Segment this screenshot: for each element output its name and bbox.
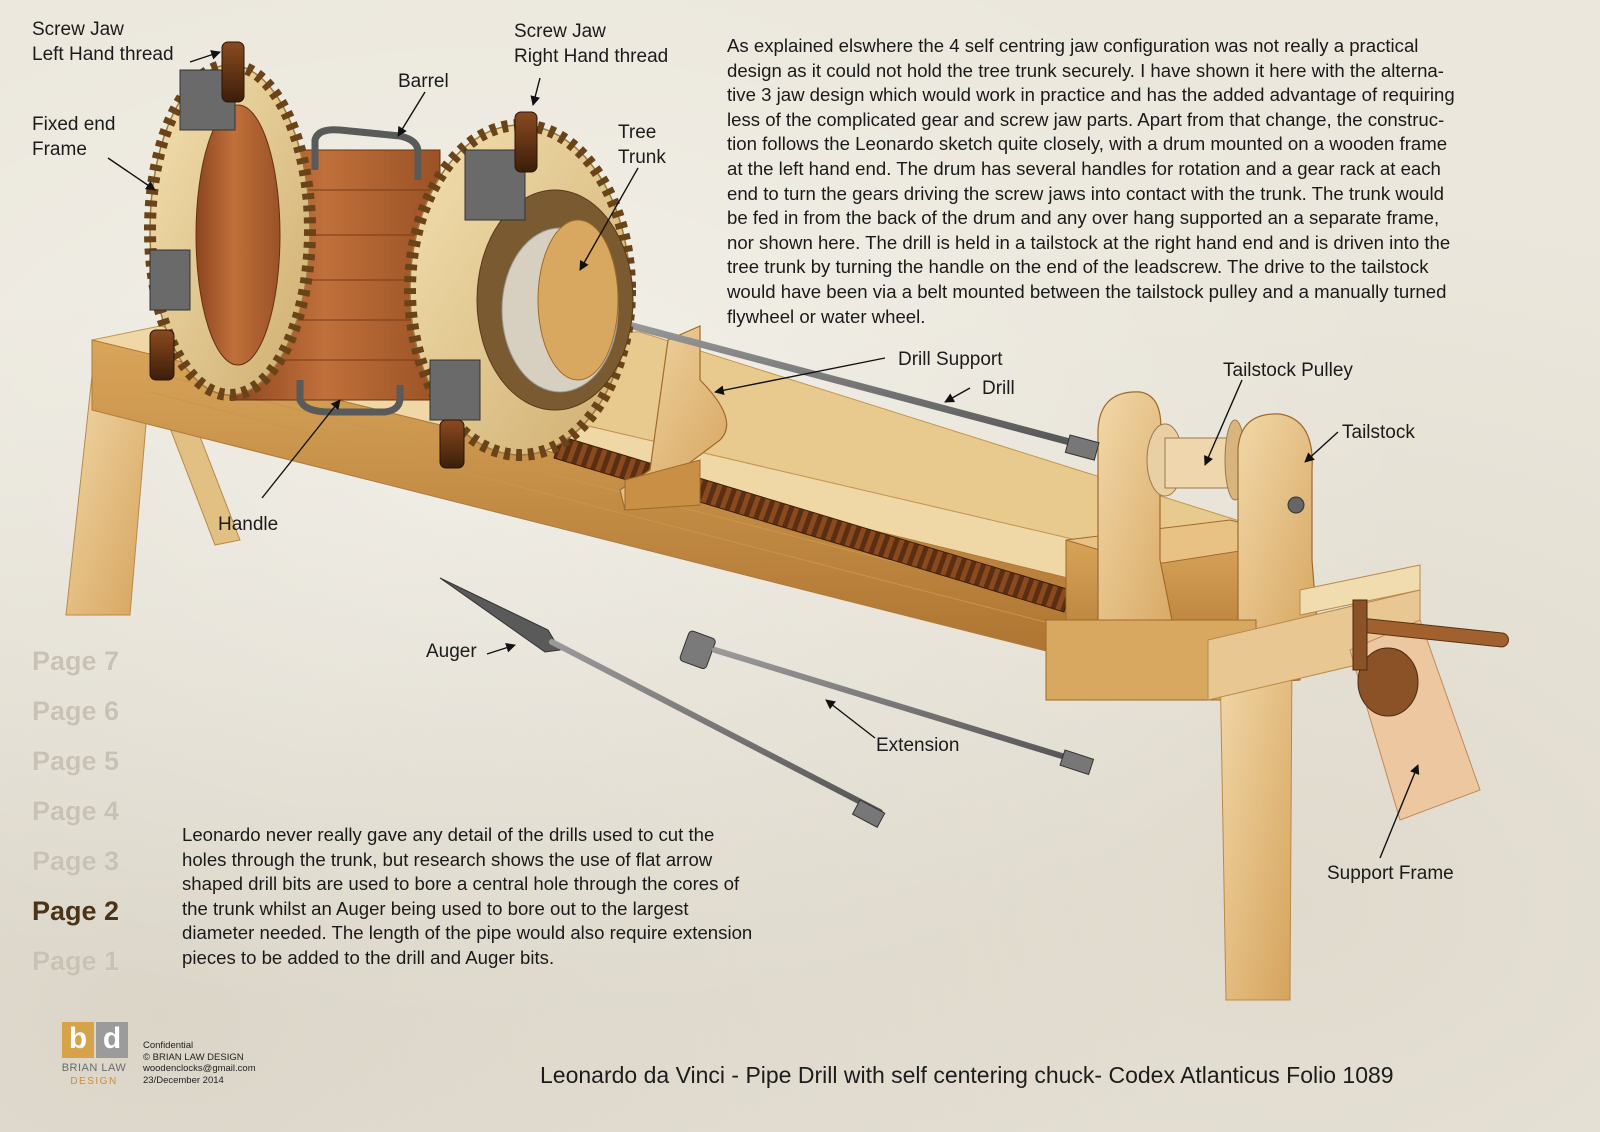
description-line: design as it could not hold the tree tru… [727, 59, 1444, 81]
credits-date: 23/December 2014 [143, 1074, 224, 1086]
bits-line: pieces to be added to the drill and Auge… [182, 946, 555, 968]
drill-bits-paragraph: Leonardo never really gave any detail of… [182, 823, 842, 971]
description-line: at the left hand end. The drum has sever… [727, 157, 1441, 179]
credits-copyright: © BRIAN LAW DESIGN [143, 1051, 244, 1063]
description-line: be fed in from the back of the drum and … [727, 207, 1440, 229]
label-support-frame: Support Frame [1327, 863, 1454, 884]
leader-lines [107, 50, 1420, 859]
page-link-3[interactable]: Page 3 [32, 846, 120, 876]
auger-bit [439, 577, 886, 828]
bits-line: the trunk whilst an Auger being used to … [182, 897, 689, 919]
drill-support [619, 325, 728, 511]
description-line: would have been via a belt mounted betwe… [727, 280, 1447, 302]
drawing-title: Leonardo da Vinci - Pipe Drill with self… [540, 1062, 1394, 1088]
label-fixed-end-frame: Fixed end Frame [32, 114, 116, 160]
page-link-6[interactable]: Page 6 [32, 696, 120, 726]
description-line: As explained elswhere the 4 self centrin… [727, 35, 1419, 56]
extension-rod [679, 630, 1095, 776]
label-auger: Auger [426, 641, 477, 662]
label-tailstock: Tailstock [1342, 422, 1415, 443]
label-handle: Handle [218, 514, 279, 535]
description-line: flywheel or water wheel. [727, 305, 926, 327]
credits-confidential: Confidential [143, 1040, 194, 1051]
fixed-end-ring [144, 41, 316, 401]
description-line: less of the complicated gear and screw j… [727, 108, 1445, 130]
label-barrel: Barrel [398, 71, 449, 92]
label-drill-support: Drill Support [898, 349, 1003, 370]
bits-line: holes through the trunk, but research sh… [182, 848, 713, 870]
bits-line: diameter needed. The length of the pipe … [182, 922, 753, 944]
description-line: tion follows the Leonardo sketch quite c… [727, 133, 1448, 155]
label-tree-trunk: Tree Trunk [618, 122, 666, 168]
description-line: tive 3 jaw design which would work in pr… [727, 84, 1455, 106]
label-drill: Drill [982, 378, 1015, 399]
logo-subtitle: DESIGN [70, 1076, 118, 1087]
page-link-2-current[interactable]: Page 2 [32, 896, 120, 926]
page-link-5[interactable]: Page 5 [32, 746, 120, 776]
label-extension: Extension [876, 735, 960, 756]
description-paragraph: As explained elswhere the 4 self centrin… [727, 34, 1547, 329]
page-link-7[interactable]: Page 7 [32, 646, 120, 676]
bits-line: Leonardo never really gave any detail of… [182, 824, 715, 845]
logo-name: BRIAN LAW [61, 1062, 127, 1074]
label-tailstock-pulley: Tailstock Pulley [1223, 360, 1353, 381]
bits-line: shaped drill bits are used to bore a cen… [182, 873, 740, 895]
description-line: nor shown here. The drill is held in a t… [727, 231, 1451, 253]
label-screw-jaw-left: Screw Jaw Left Hand thread [32, 19, 174, 65]
description-line: end to turn the gears driving the screw … [727, 182, 1444, 204]
description-line: tree trunk by turning the handle on the … [727, 256, 1429, 278]
page-link-1[interactable]: Page 1 [32, 946, 120, 976]
page-link-4[interactable]: Page 4 [32, 796, 120, 826]
brian-law-design-logo: b d BRIAN LAW DESIGN [58, 1022, 130, 1092]
logo-letter-b: b [62, 1022, 94, 1058]
label-screw-jaw-right: Screw Jaw Right Hand thread [514, 21, 669, 67]
logo-letter-d: d [96, 1022, 128, 1058]
credits-block: Confidential © BRIAN LAW DESIGN woodencl… [143, 1040, 256, 1086]
credits-email: woodenclocks@gmail.com [143, 1063, 256, 1074]
support-frame [1207, 564, 1509, 1001]
